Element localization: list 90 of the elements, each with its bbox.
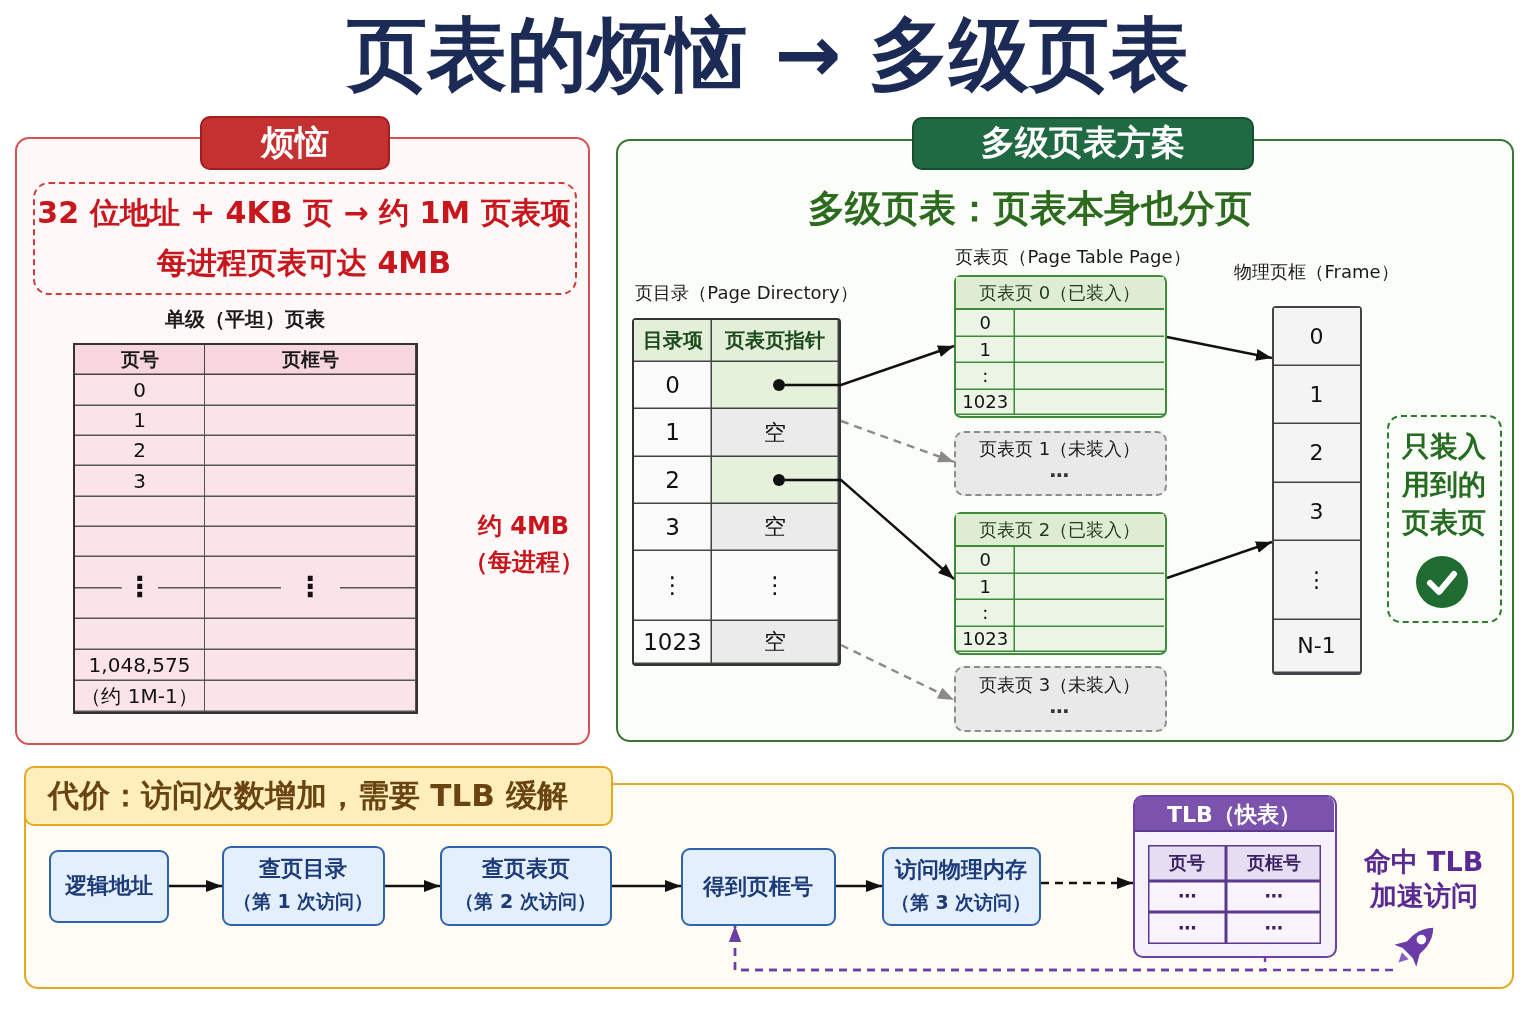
process-box [48, 849, 169, 923]
table-cell: 空 [711, 408, 839, 457]
ellipsis: ⋯ [1048, 699, 1071, 723]
table [953, 274, 1167, 418]
heading-tab: 多级页表方案 [911, 116, 1254, 170]
header-cell: 页表页指针 [711, 319, 839, 362]
header-cell: 页框号 [1226, 845, 1321, 881]
table-cell: 1 [74, 405, 205, 436]
arrow [1166, 540, 1273, 580]
heading-tab: 烦恼 [199, 115, 390, 170]
step-label: 逻辑地址 [63, 872, 154, 901]
note-text: 32 位地址 + 4KB 页 → 约 1M 页表项 [36, 193, 572, 232]
hit-note: 命中 TLB 加速访问 [1362, 844, 1485, 913]
note-text: 每进程页表可达 4MB [155, 243, 452, 282]
table-cell: ⋯ [1226, 912, 1321, 944]
subtitle: 多级页表：页表本身也分页 [806, 186, 1253, 233]
box-title: 页表页 3（未装入） [977, 672, 1142, 697]
size-note: 约 4MB（每进程） [462, 510, 585, 578]
table-cell: 1023 [955, 627, 1015, 652]
table-cell: ⋮ [711, 550, 839, 621]
table-cell: 3 [633, 503, 712, 551]
step-note: （第 1 次访问） [231, 888, 375, 914]
header-cell: 页表页 0（已装入） [955, 276, 1164, 310]
note-box [32, 181, 577, 295]
process-box [680, 847, 836, 926]
table-cell: 空 [711, 620, 839, 664]
step-note: （第 2 次访问） [454, 888, 597, 914]
arrow [385, 880, 440, 892]
table-cell: 1 [955, 574, 1015, 600]
table-cell: ⋯ [1148, 881, 1226, 912]
ellipsis: ⋯ [1048, 463, 1071, 487]
dashed-box [953, 430, 1167, 496]
table-cell: ⋯ [1226, 881, 1321, 912]
dashed-arrow [1041, 877, 1133, 889]
table-cell: ⋮ [74, 556, 205, 619]
table-title: TLB（快表） [1134, 796, 1334, 832]
step-label: 访问物理内存 [893, 855, 1028, 884]
table [953, 511, 1167, 655]
header-cell: 页号 [74, 344, 205, 375]
arrow [169, 880, 222, 892]
step-note: （第 3 次访问） [889, 889, 1033, 915]
table-cell: 0 [955, 547, 1015, 574]
table-cell: 1 [955, 337, 1015, 363]
table-cell: ⋯ [1148, 912, 1226, 944]
table-cell: : [955, 363, 1015, 390]
table-cell: 3 [74, 465, 205, 497]
step-label: 查页表页 [480, 854, 571, 883]
arrow [785, 478, 955, 580]
column-heading: 页表页（Page Table Page） [954, 244, 1192, 269]
dashed-arrow [840, 419, 955, 464]
table-cell: ⋮ [204, 556, 416, 619]
table-cell: 0 [1273, 307, 1360, 366]
table-cell: 2 [633, 456, 712, 504]
table-cell: 1,048,575 [74, 649, 205, 681]
table-heading: 单级（平坦）页表 [164, 306, 326, 333]
table-cell: 1023 [633, 620, 712, 664]
table-cell: : [955, 600, 1015, 627]
table-cell: ⋮ [633, 550, 712, 621]
header-cell: 页框号 [204, 344, 416, 375]
table-heading: 页目录（Page Directory） [634, 281, 859, 306]
table-cell: 1023 [955, 390, 1015, 415]
title: 页表的烦恼 → 多级页表 [345, 7, 1191, 103]
arrow [836, 880, 882, 892]
table-cell: （约 1M-1） [74, 680, 205, 712]
table-cell: 2 [74, 435, 205, 466]
box-title: 页表页 1（未装入） [977, 436, 1142, 461]
table-cell: 1 [633, 408, 712, 457]
note-box [1386, 414, 1502, 623]
process-box [439, 845, 612, 926]
table-cell: 空 [711, 503, 839, 551]
table-heading: 物理页框（Frame） [1233, 260, 1400, 285]
dashed-arrow [840, 643, 955, 702]
note-text: 只装入用到的页表页 [1400, 429, 1487, 541]
dashed-arrow [729, 926, 1393, 972]
header-cell: 页号 [1148, 845, 1226, 881]
process-box [881, 846, 1041, 926]
step-label: 得到页框号 [701, 872, 814, 901]
table-cell: 0 [633, 361, 712, 409]
heading-tab: 代价：访问次数增加，需要 TLB 缓解 [23, 765, 613, 826]
table-cell: 0 [74, 374, 205, 406]
arrow [1166, 335, 1273, 361]
header-cell: 页表页 2（已装入） [955, 513, 1164, 547]
header-cell: 目录项 [633, 319, 712, 362]
dashed-box [953, 665, 1167, 732]
process-box [221, 845, 385, 926]
arrow [785, 344, 955, 387]
table-cell: 0 [955, 310, 1015, 337]
card [1132, 794, 1337, 958]
arrow [612, 880, 681, 892]
step-label: 查页目录 [258, 854, 348, 883]
